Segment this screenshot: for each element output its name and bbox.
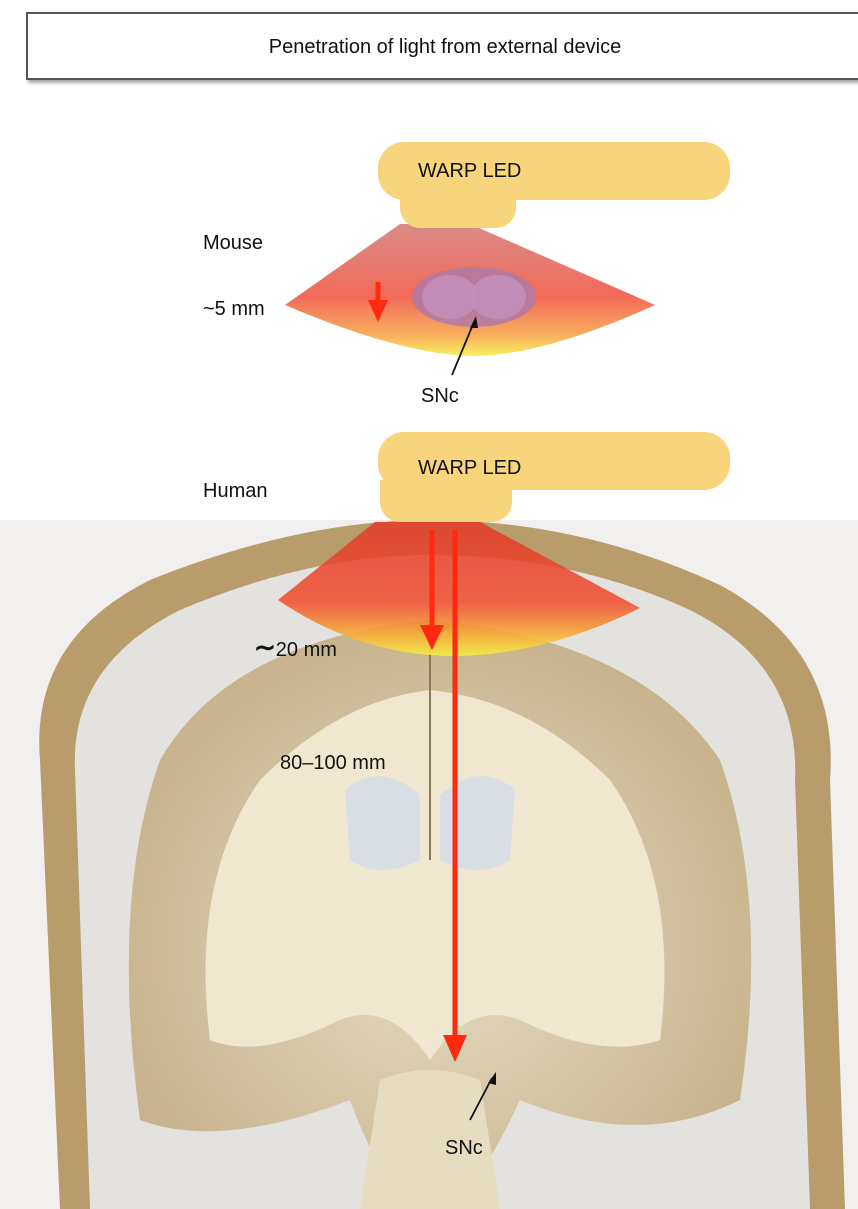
human-led-stem: [380, 480, 512, 522]
mouse-led-stem: [400, 190, 516, 228]
human-snc-label: SNc: [445, 1137, 483, 1160]
mouse-label: Mouse: [203, 232, 263, 255]
approx-symbol: ∼: [254, 632, 276, 662]
mouse-depth-label: ~5 mm: [203, 298, 265, 321]
shallow-depth-label: ∼20 mm: [254, 632, 337, 663]
ventricle-left: [345, 776, 420, 870]
deep-depth-label: 80–100 mm: [280, 752, 386, 775]
mouse-snc-label: SNc: [421, 385, 459, 408]
ventricle-right: [440, 776, 515, 870]
mouse-led-label: WARP LED: [418, 160, 521, 183]
human-label: Human: [203, 480, 267, 503]
human-led-label: WARP LED: [418, 457, 521, 480]
